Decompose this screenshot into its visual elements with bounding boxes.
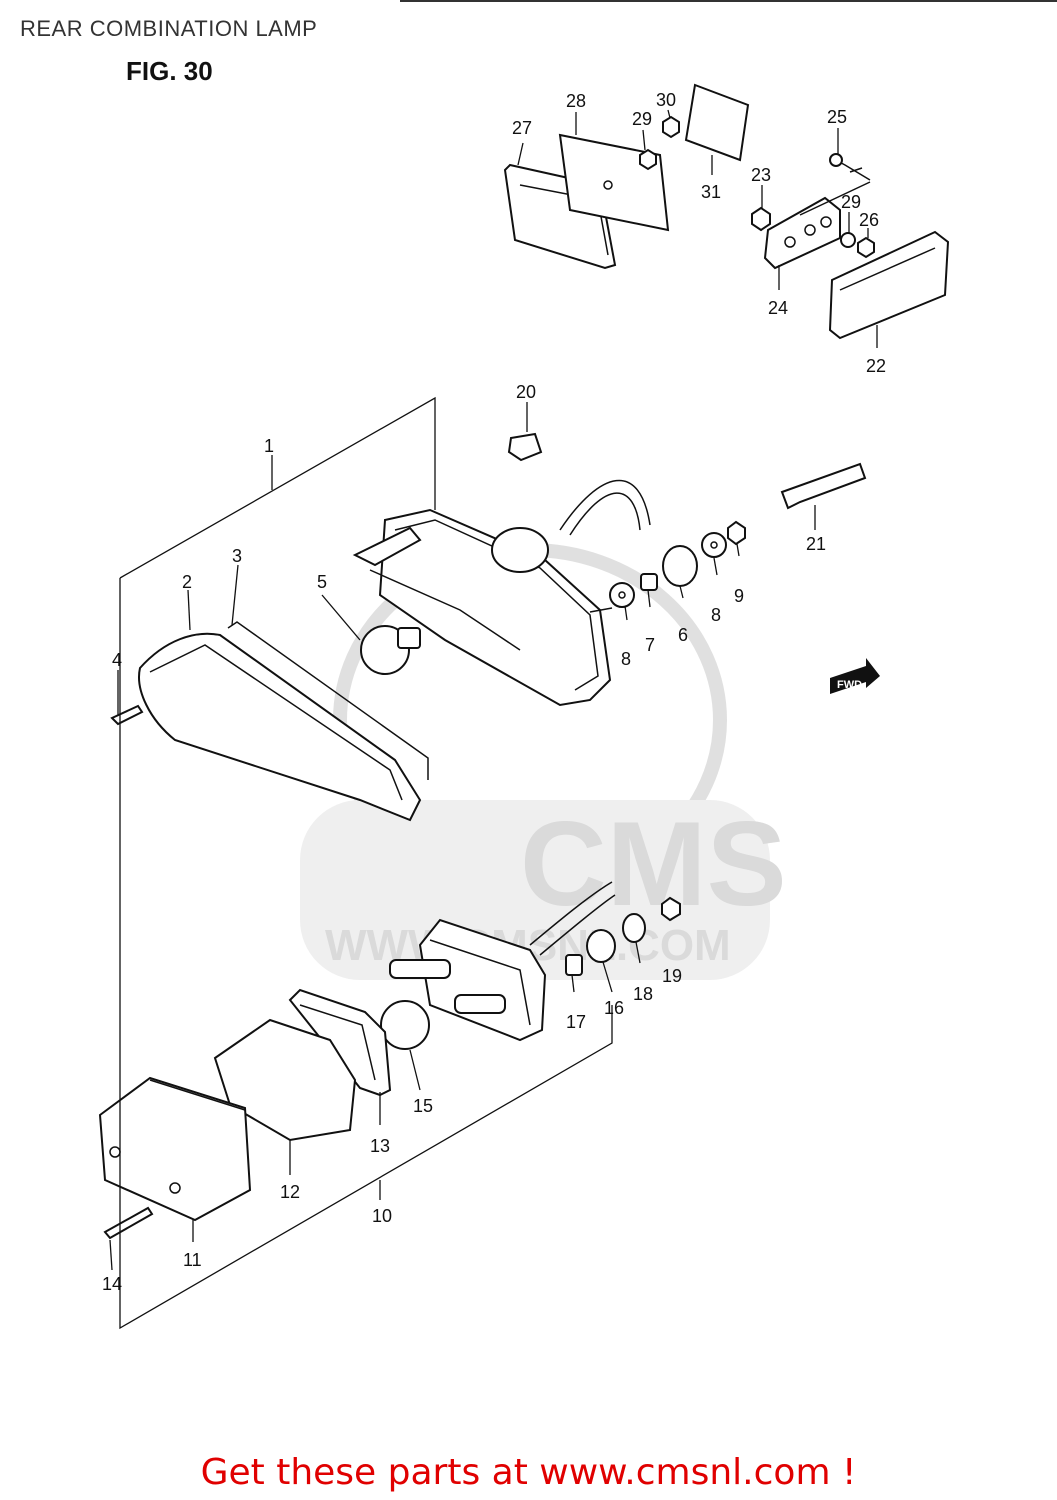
- callout-1: 1: [264, 436, 274, 456]
- callout-3: 3: [232, 546, 242, 566]
- callout-21: 21: [806, 534, 826, 554]
- fwd-arrow: FWD: [830, 658, 880, 694]
- callout-29b: 29: [841, 192, 861, 212]
- callout-7: 7: [645, 635, 655, 655]
- callout-18: 18: [633, 984, 653, 1004]
- callout-20: 20: [516, 382, 536, 402]
- callout-2: 2: [182, 572, 192, 592]
- callout-4: 4: [112, 650, 122, 670]
- callout-28: 28: [566, 91, 586, 111]
- callout-31: 31: [701, 182, 721, 202]
- callout-11: 11: [183, 1250, 202, 1270]
- callout-8a: 8: [621, 649, 631, 669]
- tail-lamp-housing: [352, 432, 651, 707]
- callout-16: 16: [604, 998, 624, 1018]
- mount-hardware: [609, 462, 867, 608]
- fwd-label: FWD: [837, 679, 862, 691]
- callout-25: 25: [827, 107, 847, 127]
- callout-30: 30: [656, 90, 676, 110]
- callout-27: 27: [512, 118, 532, 138]
- watermark: CMS WWW.CMSNL.COM: [300, 543, 787, 980]
- callout-23: 23: [751, 165, 771, 185]
- callout-10: 10: [372, 1206, 392, 1226]
- leader-lines: [109, 109, 878, 1330]
- watermark-brand: CMS: [520, 797, 787, 931]
- callout-9: 9: [734, 586, 744, 606]
- top-rule: [400, 0, 1057, 2]
- reflector-assembly-top: [503, 83, 950, 340]
- callout-5: 5: [317, 572, 327, 592]
- license-lamp-assembly: [98, 881, 681, 1240]
- part-callouts: 1 2 3 4 5 6 7 8 8 9 10 11 12 13 14 15 16…: [102, 90, 886, 1294]
- callout-29a: 29: [632, 109, 652, 129]
- callout-15: 15: [413, 1096, 433, 1116]
- callout-17: 17: [566, 1012, 586, 1032]
- callout-26: 26: [859, 210, 879, 230]
- callout-6: 6: [678, 625, 688, 645]
- callout-14: 14: [102, 1274, 122, 1294]
- figure-label: FIG. 30: [126, 56, 213, 86]
- footer-link[interactable]: Get these parts at www.cmsnl.com !: [200, 1452, 857, 1493]
- callout-24: 24: [768, 298, 788, 318]
- callout-19: 19: [662, 966, 682, 986]
- callout-12: 12: [280, 1182, 300, 1202]
- callout-8b: 8: [711, 605, 721, 625]
- page-title: REAR COMBINATION LAMP: [20, 16, 318, 41]
- callout-22: 22: [866, 356, 886, 376]
- callout-13: 13: [370, 1136, 390, 1156]
- tail-lamp-lens: [110, 621, 429, 822]
